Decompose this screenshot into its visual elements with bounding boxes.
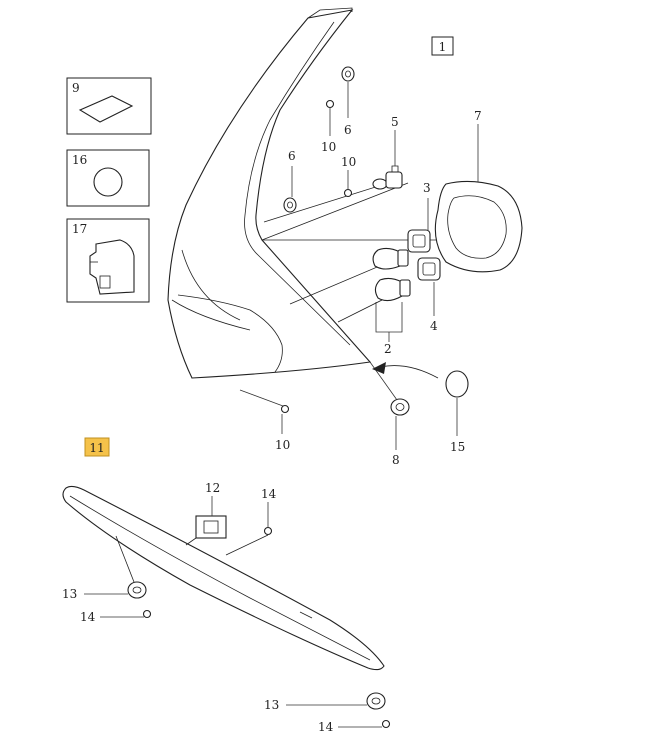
bulb-part-2 <box>372 247 411 342</box>
socket-part-3 <box>407 198 431 253</box>
trim-strip <box>62 485 385 671</box>
callout-13-lower: 13 <box>264 698 279 712</box>
svg-text:11: 11 <box>89 441 104 455</box>
callout-5: 5 <box>391 115 399 129</box>
tail-lamp-housing <box>167 9 372 379</box>
grommet-part-13a <box>84 535 147 599</box>
callout-14-upper: 14 <box>261 487 277 501</box>
inset-part-16: 16 <box>66 149 150 207</box>
grommet-part-8 <box>369 361 410 450</box>
nut-part-14c <box>381 719 391 729</box>
callout-3: 3 <box>423 181 431 195</box>
group-label-lower: 11 <box>84 437 110 457</box>
bulb-part-5 <box>372 130 403 190</box>
callout-4: 4 <box>430 319 438 333</box>
callout-6-upper: 6 <box>344 123 352 137</box>
group-label-upper: 1 <box>431 36 454 56</box>
callout-10-lower: 10 <box>275 438 290 452</box>
callout-10-upper: 10 <box>321 140 336 154</box>
callout-12: 12 <box>205 481 220 495</box>
grommet-part-6b <box>283 197 297 213</box>
callout-8: 8 <box>392 453 400 467</box>
tail-lamp-assembly <box>167 7 523 450</box>
socket-part-4 <box>417 257 441 316</box>
callout-13-upper: 13 <box>62 587 77 601</box>
nut-part-14a <box>263 526 273 536</box>
grommet-part-13b <box>286 611 386 710</box>
nut-part-14b <box>142 609 152 619</box>
callout-14-mid: 14 <box>80 610 96 624</box>
callout-2: 2 <box>384 342 392 356</box>
inset-part-17: 17 <box>66 218 150 303</box>
bracket-part-12 <box>185 496 227 546</box>
nut-part-10a <box>325 99 335 109</box>
inset-label-17: 17 <box>72 222 87 236</box>
inset-label-9: 9 <box>72 81 80 95</box>
trim-strip-assembly <box>62 485 391 729</box>
callout-14-lower: 14 <box>318 720 334 734</box>
inset-part-9: 9 <box>66 77 152 135</box>
callout-labels: 6 10 5 7 6 10 3 2 4 10 8 15 12 14 13 14 … <box>62 109 482 734</box>
gasket-part-7 <box>434 124 523 273</box>
callout-15: 15 <box>450 440 465 454</box>
svg-text:1: 1 <box>439 40 447 54</box>
callout-6-lower: 6 <box>288 149 296 163</box>
callout-10-mid: 10 <box>341 155 356 169</box>
inset-label-16: 16 <box>72 153 87 167</box>
callout-7: 7 <box>474 109 482 123</box>
nut-part-10b <box>343 188 353 198</box>
grommet-part-6a <box>341 66 355 82</box>
cover-part-15 <box>372 362 469 436</box>
nut-part-10c <box>280 404 290 414</box>
